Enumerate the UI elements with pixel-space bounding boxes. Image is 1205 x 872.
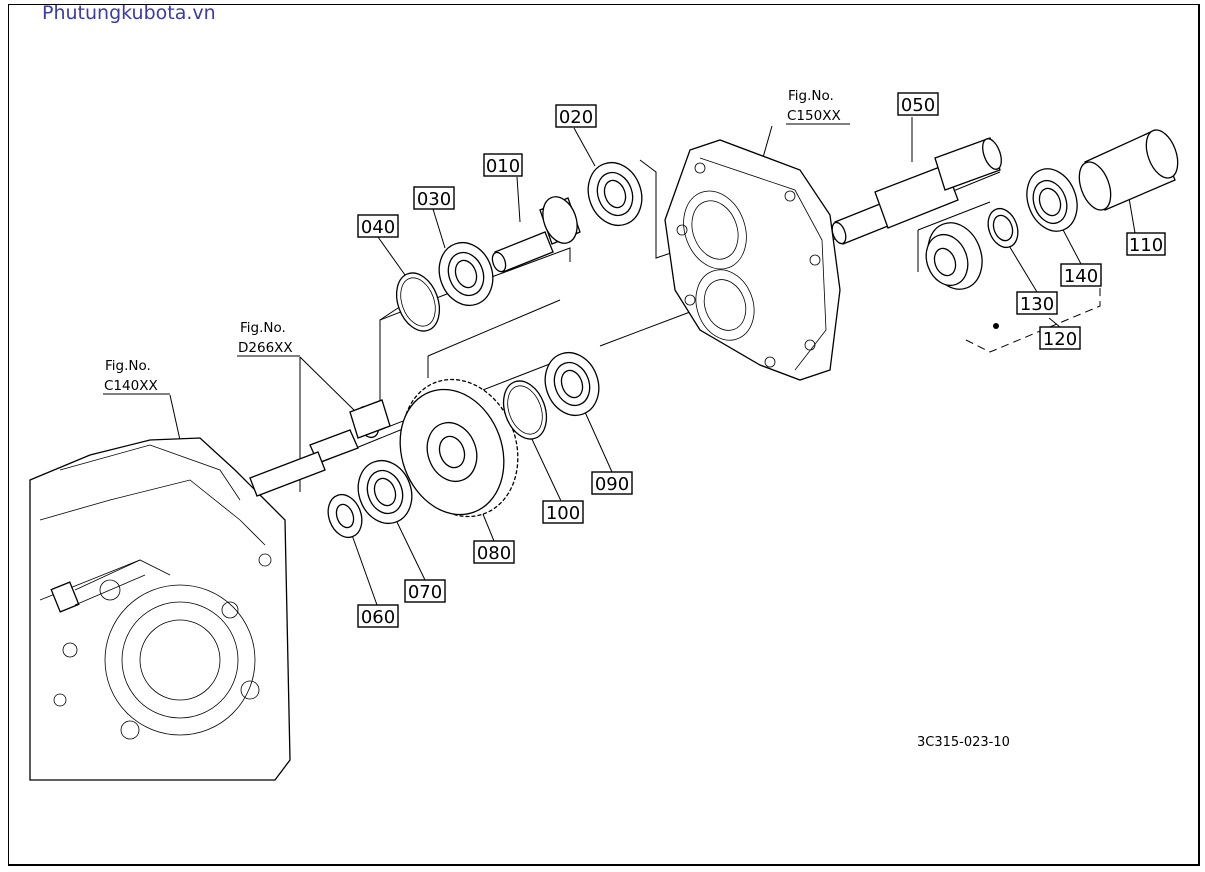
svg-text:Fig.No.: Fig.No. bbox=[788, 88, 834, 104]
callout-140: 140 bbox=[1060, 263, 1102, 287]
callout-090: 090 bbox=[591, 471, 633, 495]
svg-text:C140XX: C140XX bbox=[104, 378, 158, 394]
bearing-090 bbox=[544, 351, 600, 417]
coupling-120 bbox=[925, 222, 999, 329]
watermark-text: Phutungkubota.vn bbox=[42, 2, 216, 24]
drawing-frame bbox=[8, 4, 1200, 866]
svg-text:050: 050 bbox=[901, 95, 935, 116]
drawing-code: 3C315-023-10 bbox=[917, 735, 1010, 750]
callout-060: 060 bbox=[357, 604, 399, 628]
bearing-070 bbox=[357, 459, 413, 525]
svg-text:070: 070 bbox=[408, 582, 442, 603]
snap-ring-040 bbox=[395, 272, 441, 332]
svg-text:060: 060 bbox=[361, 607, 395, 628]
callout-050: 050 bbox=[897, 92, 939, 116]
seal-060 bbox=[327, 493, 363, 539]
svg-text:080: 080 bbox=[477, 543, 511, 564]
svg-text:100: 100 bbox=[546, 503, 580, 524]
sleeve-110 bbox=[1078, 129, 1179, 211]
svg-text:020: 020 bbox=[559, 107, 593, 128]
svg-text:090: 090 bbox=[595, 474, 629, 495]
svg-text:D266XX: D266XX bbox=[238, 340, 293, 356]
seal-140 bbox=[1026, 168, 1078, 232]
svg-text:Fig.No.: Fig.No. bbox=[240, 320, 286, 336]
callout-040: 040 bbox=[357, 214, 399, 238]
ring-130 bbox=[987, 207, 1019, 249]
callout-080: 080 bbox=[473, 540, 515, 564]
svg-text:C150XX: C150XX bbox=[787, 108, 841, 124]
callout-120: 120 bbox=[1039, 326, 1081, 350]
pinion-shaft-010 bbox=[491, 196, 581, 273]
callout-070: 070 bbox=[404, 579, 446, 603]
callout-030: 030 bbox=[413, 186, 455, 210]
snap-ring-100 bbox=[502, 380, 548, 440]
leader-lines bbox=[169, 117, 1136, 606]
callout-100: 100 bbox=[542, 500, 584, 524]
callout-130: 130 bbox=[1016, 291, 1058, 315]
shaft-d266 bbox=[249, 399, 391, 497]
output-shaft-050 bbox=[831, 137, 1002, 245]
svg-text:110: 110 bbox=[1129, 235, 1163, 256]
svg-text:040: 040 bbox=[361, 217, 395, 238]
bearing-020 bbox=[587, 161, 643, 227]
figure-ref-d266: Fig.No. D266XX bbox=[237, 320, 300, 357]
bearing-030 bbox=[438, 241, 494, 307]
svg-text:120: 120 bbox=[1043, 329, 1077, 350]
svg-text:130: 130 bbox=[1020, 294, 1054, 315]
figure-ref-c140: Fig.No. C140XX bbox=[103, 358, 170, 395]
svg-text:Fig.No.: Fig.No. bbox=[105, 358, 151, 374]
svg-text:030: 030 bbox=[417, 189, 451, 210]
callout-110: 110 bbox=[1126, 232, 1166, 256]
svg-text:140: 140 bbox=[1064, 266, 1098, 287]
callout-010: 010 bbox=[483, 153, 523, 177]
gear-080 bbox=[399, 378, 519, 518]
figure-ref-c150: Fig.No. C150XX bbox=[786, 88, 850, 125]
gear-case-c150 bbox=[664, 139, 841, 381]
transmission-case-left bbox=[29, 437, 291, 781]
callout-020: 020 bbox=[555, 104, 597, 128]
svg-text:010: 010 bbox=[486, 156, 520, 177]
